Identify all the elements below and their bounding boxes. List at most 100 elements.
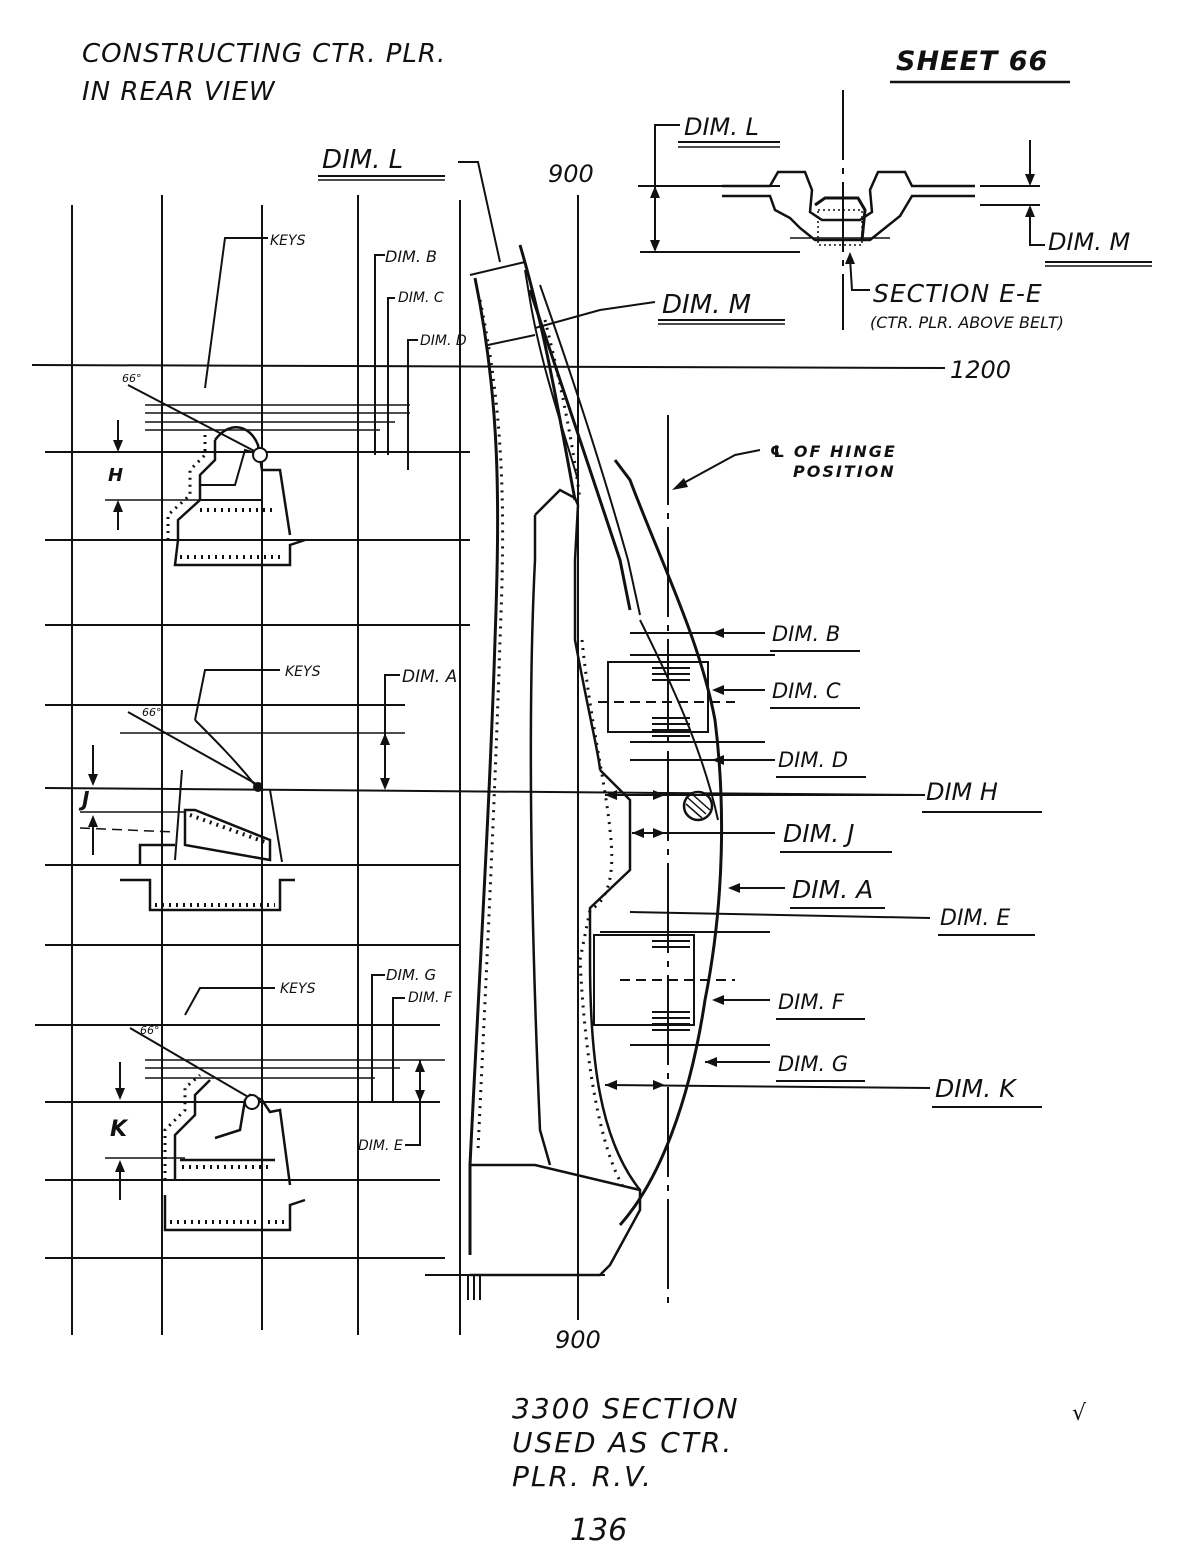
angle-line — [127, 711, 259, 786]
caption-line-2: USED AS CTR. — [512, 1426, 733, 1459]
left-detail-j: KEYS 66° J DIM. A — [78, 664, 457, 912]
arrowhead-icon — [705, 1057, 717, 1067]
dim-l-bracket — [654, 124, 680, 250]
caption-line-3: PLR. R.V. — [512, 1460, 653, 1493]
arrowhead-icon — [650, 186, 660, 198]
main-dim-m-label: DIM. M — [662, 290, 751, 320]
retainer-profile — [199, 448, 263, 501]
hatching — [578, 639, 627, 1191]
pillar-flange — [528, 289, 632, 611]
hinge-label-line-2: POSITION — [793, 462, 896, 481]
arrowhead-icon — [712, 995, 724, 1005]
right-dim-b-label: DIM. B — [772, 622, 840, 646]
left-dim-d-label: DIM. D — [420, 333, 467, 349]
dim-b-bracket — [374, 254, 385, 455]
dim-a-bracket — [384, 674, 400, 785]
title-line-1: CONSTRUCTING CTR. PLR. — [82, 39, 446, 69]
dim-f-bracket — [392, 997, 405, 1102]
dim-l-leader — [458, 161, 501, 263]
check-mark: √ — [1072, 1401, 1087, 1426]
arrowhead-icon — [712, 755, 724, 765]
keys-profile — [214, 426, 292, 536]
pillar-glass-line — [524, 269, 579, 481]
caption: 3300 SECTION USED AS CTR. PLR. R.V. — [512, 1392, 740, 1493]
right-dim-c-label: DIM. C — [772, 679, 841, 703]
section-leader — [849, 257, 870, 291]
keys-label: KEYS — [280, 981, 316, 997]
pillar-outline-upper — [722, 170, 975, 222]
grid-lines — [31, 90, 946, 1335]
hatching — [163, 1073, 201, 1180]
door-skin-inner — [639, 619, 719, 821]
keys-label: KEYS — [270, 233, 306, 249]
keys-leader — [184, 987, 275, 1016]
main-dim-l-label: DIM. L — [322, 145, 403, 175]
keys-leader — [204, 237, 268, 389]
section-e-e-detail: DIM. L DIM. M SECTION E-E (CTR. PLR. ABO… — [638, 113, 1152, 332]
arrowhead-icon — [728, 883, 740, 893]
hinge-label-line-1: ℄ OF HINGE — [770, 442, 897, 461]
arrowhead-icon — [380, 733, 390, 745]
pillar-flange-inner — [539, 284, 641, 616]
height-dim-label: K — [110, 1117, 129, 1142]
arrowhead-icon — [88, 815, 98, 827]
left-dim-b-label: DIM. B — [385, 247, 437, 266]
arrowhead-icon — [653, 790, 665, 800]
base-profile — [120, 843, 295, 912]
arrowhead-icon — [653, 1080, 665, 1090]
left-detail-k: KEYS 66° K DIM. G DIM. F DIM. E — [105, 966, 453, 1232]
arrowhead-icon — [115, 1160, 125, 1172]
pillar-outer-edge — [468, 277, 500, 1255]
base-profile — [163, 1158, 306, 1232]
arrowhead-icon — [415, 1060, 425, 1072]
sheet-number: SHEET 66 — [896, 46, 1048, 77]
caption-line-1: 3300 SECTION — [512, 1392, 740, 1425]
pivot-icon — [244, 1094, 260, 1110]
hatching — [476, 299, 505, 1151]
arrowhead-icon — [380, 778, 390, 790]
hinge-position-callout: ℄ OF HINGE POSITION — [672, 442, 897, 490]
dim-c-bracket — [387, 297, 395, 455]
x900-bottom-label: 900 — [555, 1326, 601, 1354]
left-dim-f-label: DIM. F — [408, 990, 453, 1006]
right-dim-a-label: DIM. A — [792, 875, 873, 904]
right-callouts: DIM. B DIM. C DIM. D DIM H DIM. J DIM. A… — [600, 622, 1042, 1108]
upper-hinge-leaves — [652, 661, 690, 737]
pillar-inner-section — [814, 196, 867, 241]
weatherstrip-profile — [173, 1079, 211, 1180]
lower-hinge-leaves — [652, 934, 690, 1031]
arrowhead-icon — [712, 628, 724, 638]
right-dim-d-label: DIM. D — [778, 748, 848, 772]
dim-ref-dashed — [79, 827, 176, 833]
height-dim-label: H — [108, 465, 123, 486]
arrowhead-icon — [113, 500, 123, 512]
pillar-lower-contour — [588, 769, 641, 1191]
section-dim-m-label: DIM. M — [1048, 228, 1131, 256]
section-note: (CTR. PLR. ABOVE BELT) — [870, 313, 1064, 332]
upper-hinge-block — [607, 661, 709, 733]
pillar-outline-lower — [722, 194, 975, 242]
angle-label: 66° — [142, 706, 162, 719]
left-dim-a-label: DIM. A — [402, 667, 457, 687]
right-dim-k-label: DIM. K — [935, 1074, 1018, 1103]
z1200-label: 1200 — [950, 356, 1011, 384]
arrowhead-icon — [650, 240, 660, 252]
dim-d-bracket — [407, 339, 418, 470]
dim-l-arrow — [469, 261, 526, 276]
arrowhead-icon — [632, 828, 644, 838]
keys-label: KEYS — [285, 664, 321, 680]
keys-leader — [194, 669, 280, 721]
dim-g-bracket — [371, 974, 385, 1102]
right-dim-e-label: DIM. E — [940, 906, 1010, 931]
dim-m-arrow — [487, 334, 536, 346]
height-dim-label: J — [78, 787, 90, 811]
pillar-inner-wall — [529, 515, 552, 1166]
right-dim-h-label: DIM H — [926, 778, 998, 806]
hatching — [685, 793, 711, 819]
right-dim-g-label: DIM. G — [778, 1052, 848, 1076]
section-dim-l-label: DIM. L — [684, 113, 759, 141]
door-skin-contour — [613, 459, 724, 1226]
dim-e-line — [629, 911, 931, 919]
arrowhead-icon — [672, 478, 688, 490]
